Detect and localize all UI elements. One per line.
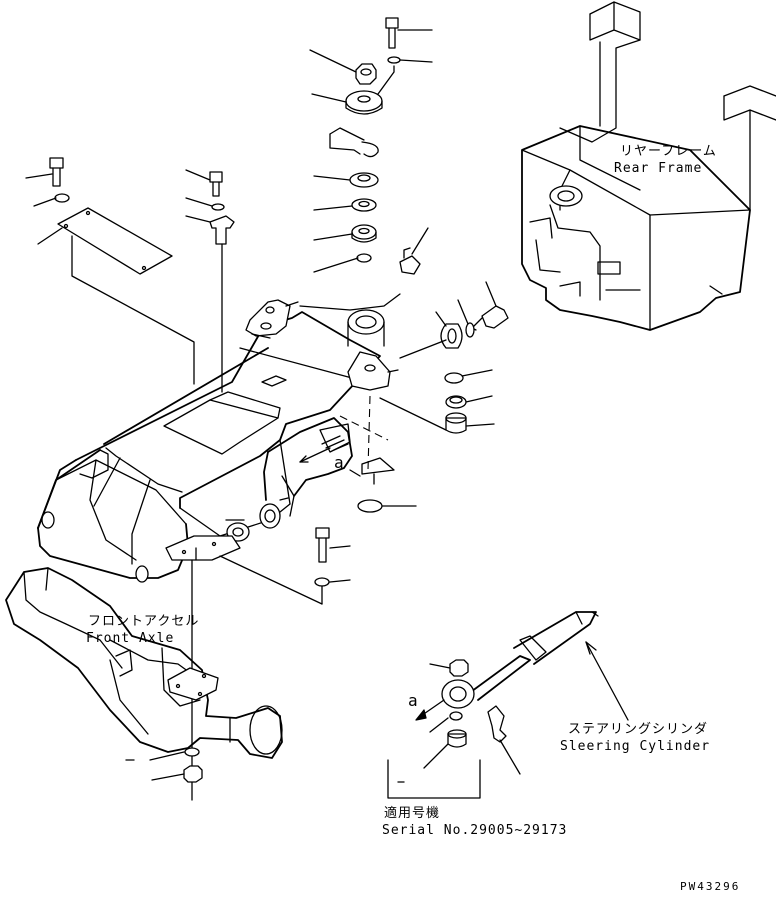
side-pin-parts — [357, 281, 509, 513]
serial-label-en: Serial No.29005~29173 — [382, 823, 567, 838]
front-axle-label-en: Front Axle — [86, 631, 174, 646]
front-frame-drawing — [37, 293, 401, 801]
view-ref-a-upper: a — [334, 453, 344, 472]
serial-label-jp: 適用号機 — [384, 805, 440, 821]
center-bolt-parts — [314, 527, 351, 605]
steering-cylinder-drawing — [387, 611, 629, 799]
left-bolt-plate-parts — [25, 157, 235, 393]
front-axle-drawing — [5, 567, 283, 783]
steering-cylinder-label-en: Sleering Cylinder — [560, 739, 710, 754]
view-ref-a-lower: a — [408, 691, 418, 710]
drawing-number: PW43296 — [680, 880, 740, 893]
front-axle-label-jp: フロントアクセル — [88, 614, 199, 629]
rear-frame-label-jp: リヤーフレーム — [620, 144, 717, 159]
view-a-reference — [299, 423, 351, 463]
pivot-parts-stack — [309, 17, 433, 275]
rear-frame-label-en: Rear Frame — [614, 161, 702, 176]
rear-frame-drawing — [521, 1, 776, 331]
steering-cylinder-label-jp: ステアリングシリンダ — [568, 722, 708, 737]
